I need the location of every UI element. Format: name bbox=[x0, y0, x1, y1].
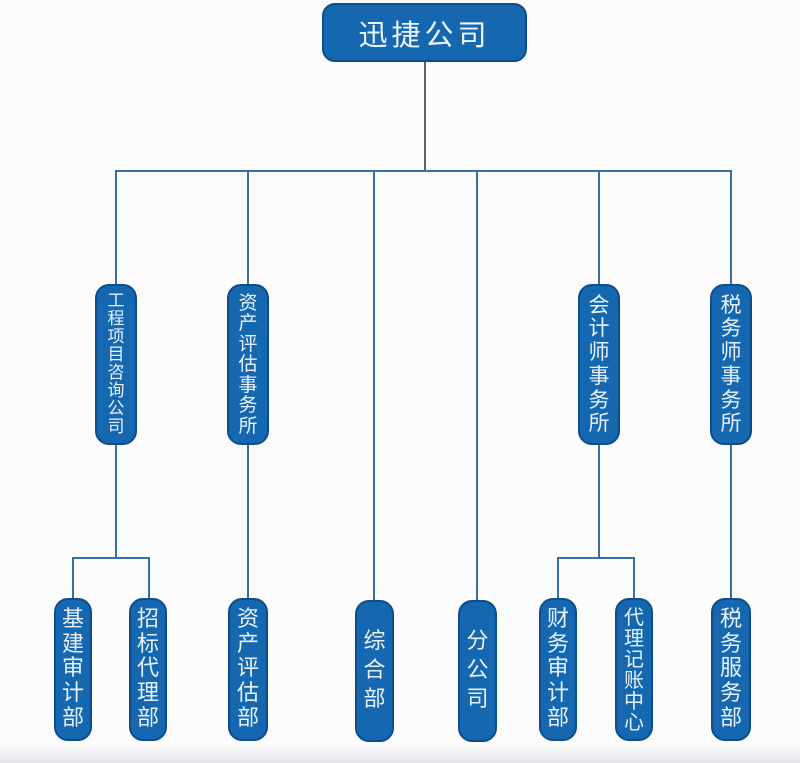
connector-trunk-rail bbox=[115, 170, 732, 172]
node-label: 迅捷公司 bbox=[358, 17, 491, 52]
node-engineering-project-consulting: 工程项目咨询公司 bbox=[95, 284, 137, 445]
node-asset-appraisal-dept: 资产评估部 bbox=[228, 598, 268, 741]
node-label: 综合部 bbox=[363, 629, 386, 712]
connector-engineering-stem bbox=[115, 445, 117, 557]
node-infrastructure-audit-dept: 基建审计部 bbox=[54, 598, 92, 741]
connector-engineering-rail bbox=[72, 557, 150, 559]
node-asset-appraisal-firm: 资产评估事务所 bbox=[227, 284, 269, 445]
connector-drop-bidding-agency bbox=[148, 557, 150, 598]
connector-asset-appraisal-stem bbox=[247, 445, 249, 598]
node-label: 工程项目咨询公司 bbox=[107, 291, 125, 437]
connector-accounting-rail bbox=[557, 557, 635, 559]
connector-drop-general-dept bbox=[373, 170, 375, 600]
node-label: 代理记账中心 bbox=[624, 605, 644, 734]
connector-root-vertical bbox=[424, 62, 426, 170]
node-general-department: 综合部 bbox=[355, 600, 394, 742]
node-bidding-agency-dept: 招标代理部 bbox=[129, 598, 167, 741]
connector-drop-tax-firm bbox=[730, 170, 732, 284]
node-label: 税务服务部 bbox=[719, 606, 742, 732]
node-bookkeeping-center: 代理记账中心 bbox=[615, 598, 653, 741]
node-label: 基建审计部 bbox=[61, 606, 84, 732]
node-label: 税务师事务所 bbox=[720, 292, 742, 436]
connector-drop-infrastructure-audit bbox=[72, 557, 74, 598]
connector-drop-bookkeeping-center bbox=[633, 557, 635, 598]
photo-edge-shadow bbox=[0, 745, 800, 763]
node-label: 资产评估部 bbox=[236, 606, 259, 732]
node-label: 招标代理部 bbox=[136, 606, 159, 732]
connector-drop-financial-audit bbox=[557, 557, 559, 598]
node-accounting-firm: 会计师事务所 bbox=[578, 284, 620, 445]
connector-drop-accounting-firm bbox=[598, 170, 600, 284]
node-xunjie-company: 迅捷公司 bbox=[322, 3, 527, 62]
connector-drop-branch-company bbox=[476, 170, 478, 600]
connector-drop-asset-firm bbox=[247, 170, 249, 284]
connector-drop-engineering bbox=[115, 170, 117, 284]
node-label: 会计师事务所 bbox=[588, 292, 610, 436]
node-financial-audit-dept: 财务审计部 bbox=[539, 598, 577, 741]
node-label: 财务审计部 bbox=[546, 606, 569, 732]
node-branch-company: 分公司 bbox=[458, 600, 497, 742]
node-tax-agent-firm: 税务师事务所 bbox=[710, 284, 752, 445]
connector-accounting-stem bbox=[598, 445, 600, 557]
node-tax-service-dept: 税务服务部 bbox=[711, 598, 751, 741]
node-label: 分公司 bbox=[466, 629, 489, 712]
node-label: 资产评估事务所 bbox=[238, 291, 258, 437]
connector-tax-service-stem bbox=[730, 445, 732, 598]
